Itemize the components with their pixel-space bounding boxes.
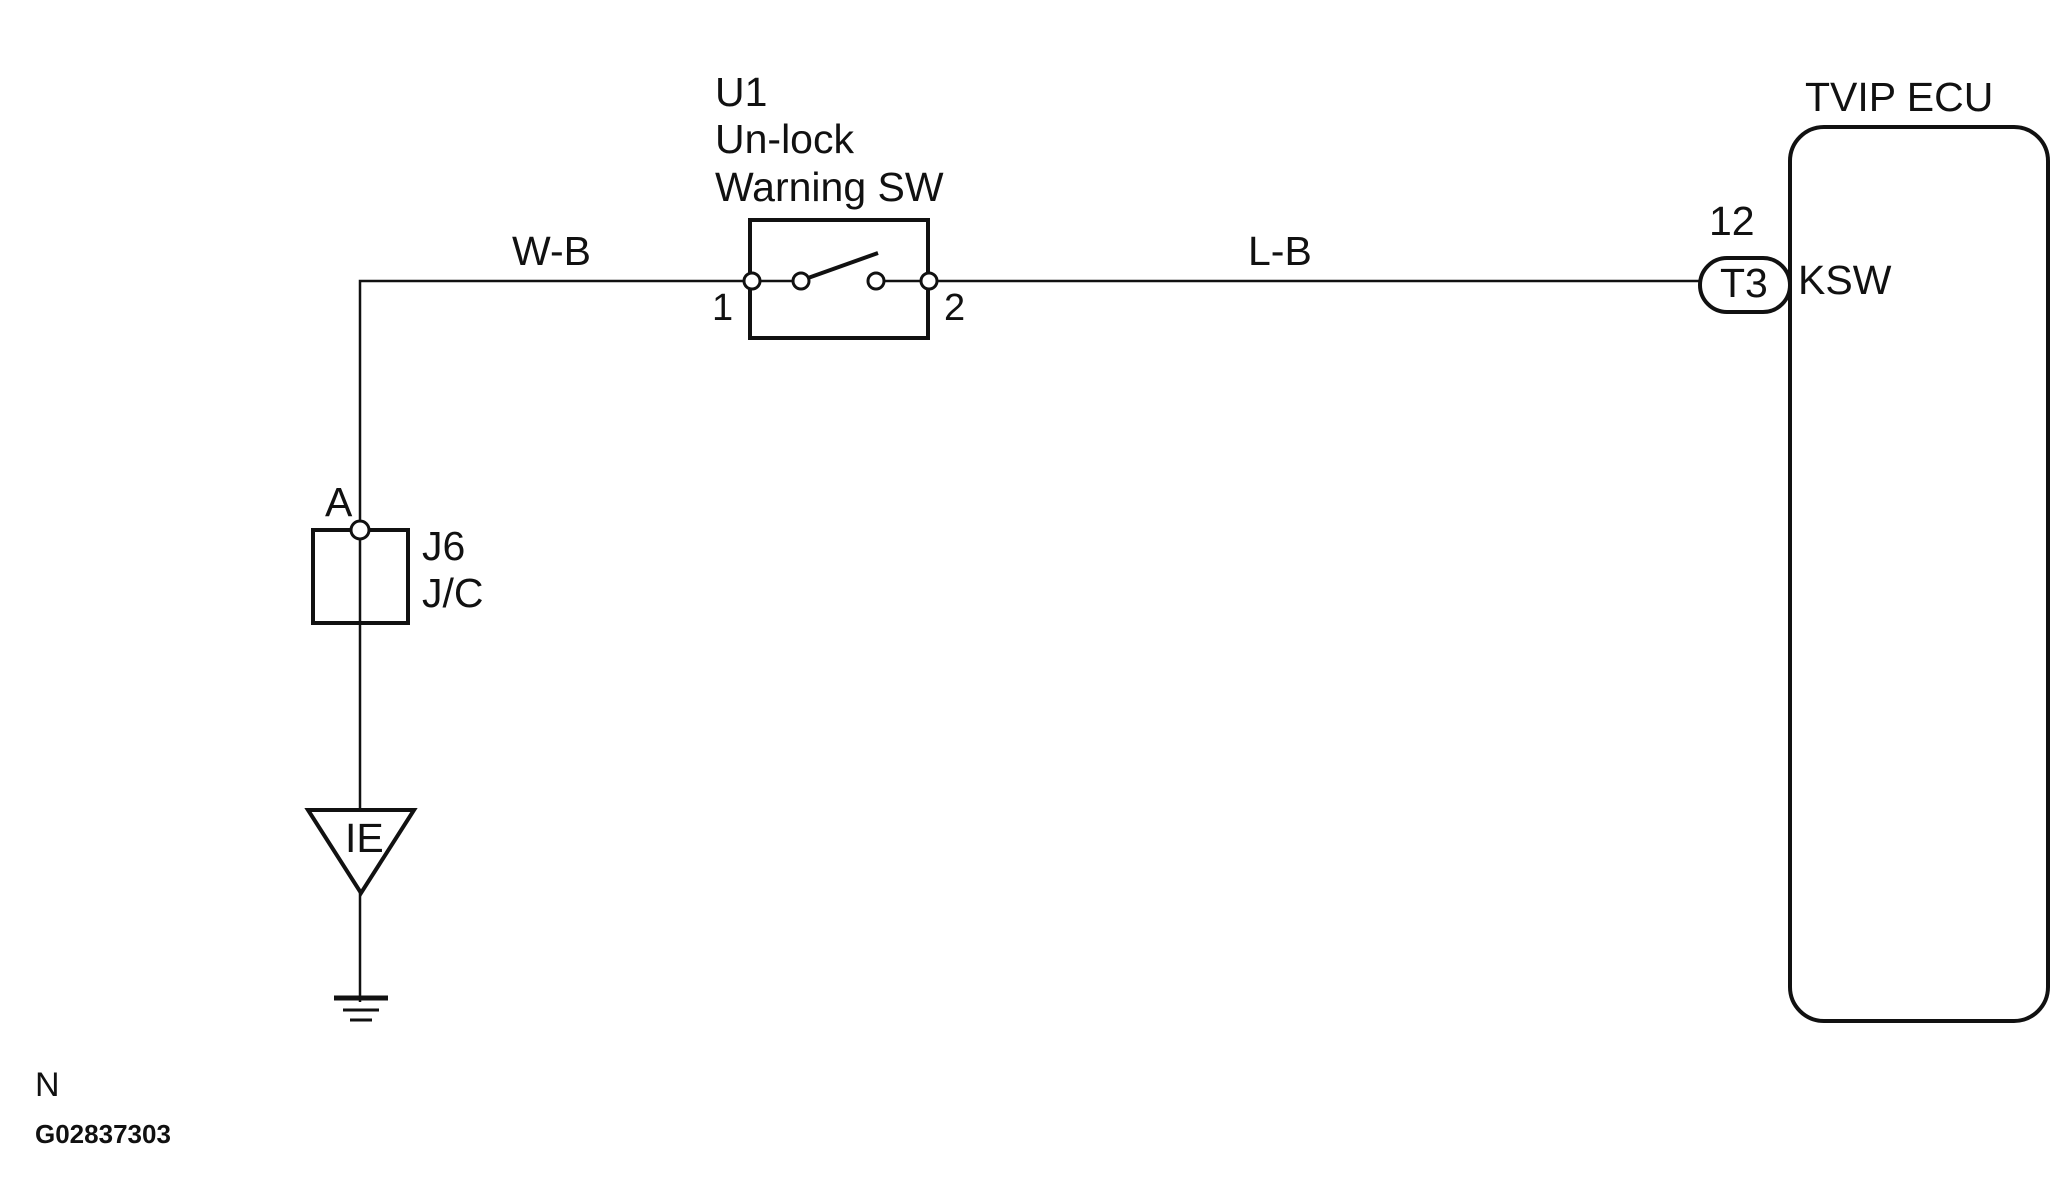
junction-terminal-a bbox=[349, 519, 371, 541]
ecu-body bbox=[1788, 125, 2050, 1023]
ecu-pin-number: 12 bbox=[1709, 198, 1755, 244]
ecu-title: TVIP ECU bbox=[1805, 74, 1993, 120]
footer-region: N bbox=[35, 1066, 60, 1104]
switch-code: U1 bbox=[715, 69, 767, 115]
unlock-warning-switch bbox=[742, 218, 939, 340]
switch-blade bbox=[807, 251, 879, 280]
wire-w-b bbox=[358, 279, 752, 1002]
ground-point-triangle bbox=[304, 808, 418, 897]
junction-code: J6 bbox=[422, 523, 465, 569]
switch-name-line2: Warning SW bbox=[715, 164, 944, 210]
ground-point-code: IE bbox=[345, 815, 384, 861]
ecu-connector-pill bbox=[1698, 256, 1792, 314]
switch-pin-2-label: 2 bbox=[944, 287, 965, 329]
wire-label-w-b: W-B bbox=[512, 228, 591, 274]
ecu-connector-code: T3 bbox=[1720, 260, 1768, 306]
wire-label-l-b: L-B bbox=[1248, 228, 1312, 274]
switch-contact-fixed bbox=[791, 271, 811, 291]
ecu-signal-name: KSW bbox=[1798, 257, 1892, 303]
switch-name-line1: Un-lock bbox=[715, 116, 854, 162]
footer-figure-id: G02837303 bbox=[35, 1119, 171, 1149]
switch-pin-2-terminal bbox=[919, 271, 939, 291]
junction-name: J/C bbox=[422, 570, 484, 616]
junction-terminal-label: A bbox=[325, 479, 353, 525]
switch-contact-open bbox=[866, 271, 886, 291]
ground-symbol bbox=[334, 995, 388, 1022]
switch-pin-1-terminal bbox=[742, 271, 762, 291]
switch-pin-1-label: 1 bbox=[712, 287, 733, 329]
